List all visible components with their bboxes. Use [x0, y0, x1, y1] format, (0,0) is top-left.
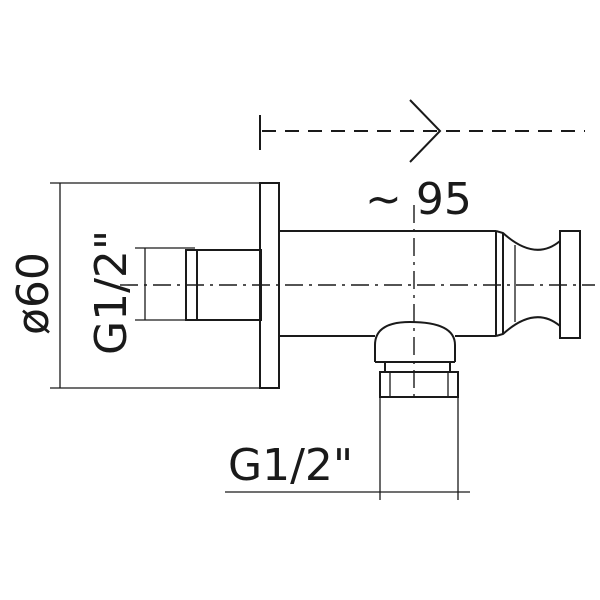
- projection-dimension-label: ~ 95: [365, 174, 472, 225]
- centerlines: [120, 205, 595, 400]
- outlet-thread-dimension: [225, 395, 470, 500]
- flange-diameter-label: ø60: [8, 252, 59, 335]
- handle-knob: [495, 230, 581, 339]
- outlet-thread: [379, 371, 459, 398]
- outlet-hex: [384, 361, 451, 373]
- projection-dimension-arrow: [259, 99, 585, 163]
- outlet-thread-label: G1/2": [228, 440, 353, 491]
- inlet-thread-label: G1/2": [86, 230, 137, 355]
- outlet-dome: [374, 320, 456, 362]
- flange-diameter-dimension: [50, 182, 260, 389]
